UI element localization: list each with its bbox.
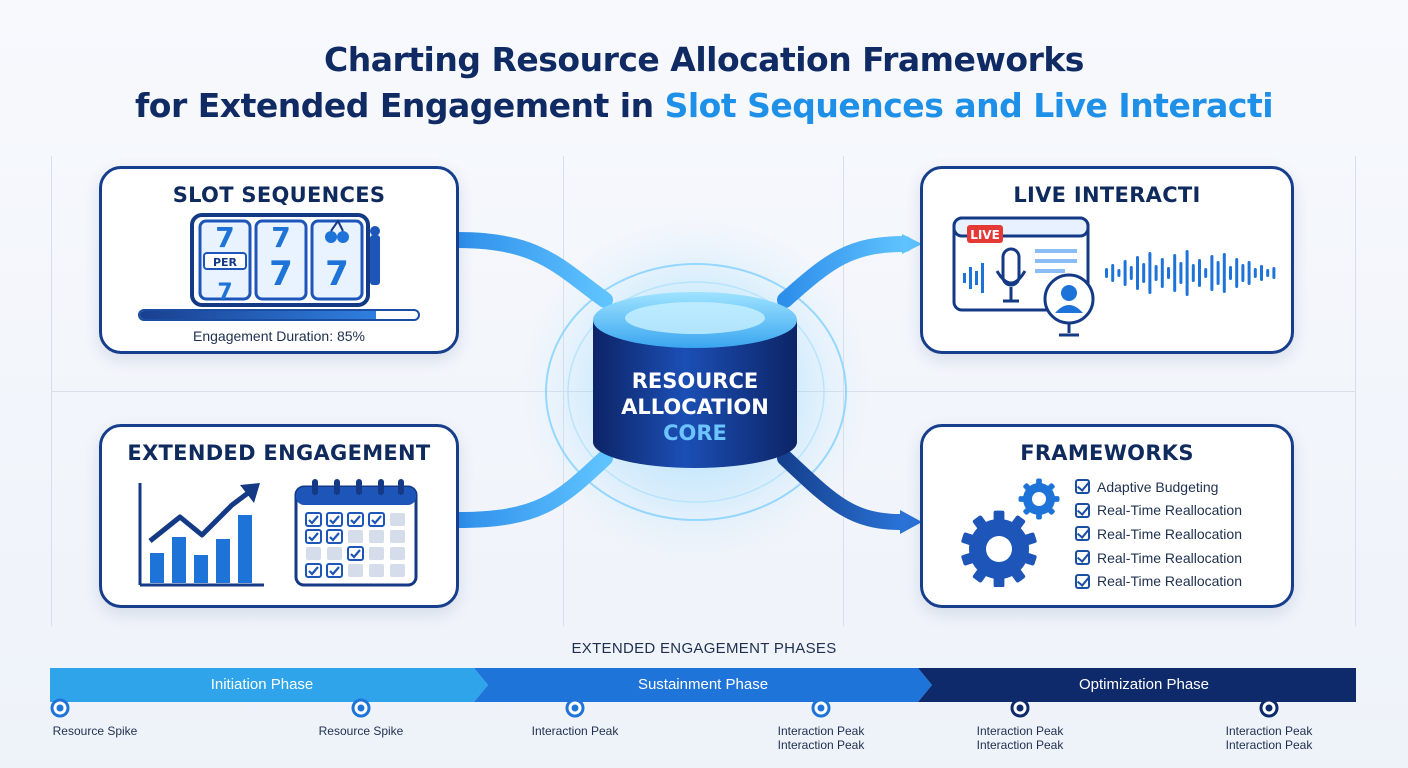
engagement-progress-bar [138,309,420,321]
checklist-item: Real-Time Reallocation [1075,569,1242,593]
phase-node-center [1265,704,1273,712]
phase-node-label: Interaction Peak [531,724,619,738]
title-line-2-accent: Slot Sequences and Live Interacti [664,86,1274,125]
gears-icon [961,478,1060,587]
checklist-item: Real-Time Reallocation [1075,522,1242,546]
frameworks-card: FRAMEWORKS Adaptive Budgeting Real-Time … [920,424,1294,608]
extended-engagement-card: EXTENDED ENGAGEMENT [99,424,459,608]
frameworks-checklist: Adaptive Budgeting Real-Time Reallocatio… [1075,475,1242,593]
checkbox-checked-icon [1075,550,1090,566]
phases-title: EXTENDED ENGAGEMENT PHASES [571,640,837,657]
engagement-duration-label: Engagement Duration: 85% [193,328,365,344]
slot-sequences-card: SLOT SEQUENCES 7 PER 7 7 7 7 Engagement … [99,166,459,354]
phase-segment-optimization [918,668,1356,702]
reel-symbol: 7 [269,254,293,294]
slot-sequences-title: SLOT SEQUENCES [172,183,386,207]
connector-arrowhead [902,234,922,254]
core-label-line-1: RESOURCE [631,369,759,393]
checklist-item: Real-Time Reallocation [1075,546,1242,570]
phase-label-sustainment: Sustainment Phase [637,676,769,693]
connector-engagement-to-core [450,450,613,528]
phase-node-center [817,704,825,712]
connector-slot-to-core [450,232,613,308]
core-cylinder-body [593,320,797,468]
phase-segment-initiation [50,668,488,702]
reel-symbol: 7 [271,221,290,254]
audio-waveform-icon [1105,250,1276,296]
live-interaction-title: LIVE INTERACTI [1013,183,1201,207]
live-stream-window-icon: LIVE [952,216,1090,312]
checkbox-checked-icon [1075,479,1090,495]
reel-symbol: 7 [215,221,234,254]
core-label-line-3: CORE [663,421,727,445]
phase-node-center [1016,704,1024,712]
phases-timeline [50,668,1356,718]
frameworks-title: FRAMEWORKS [1020,441,1194,465]
slot-machine-icon: 7 PER 7 7 7 7 [190,213,380,307]
reel-badge: PER [213,256,238,269]
core-label-line-2: ALLOCATION [621,395,769,419]
host-avatar-icon [1043,273,1095,337]
growth-chart-icon [138,483,264,587]
checklist-item: Real-Time Reallocation [1075,499,1242,523]
title-line-2-start: for Extended Engagement in [134,86,665,125]
page-title-line-1: Charting Resource Allocation Frameworks [324,40,1084,79]
core-ring [567,281,825,503]
checklist-item: Adaptive Budgeting [1075,475,1242,499]
phase-node-label: Resource Spike [318,724,404,738]
engagement-progress-fill [140,311,377,319]
connector-arrowhead [900,510,922,534]
core-cylinder-top-inner [625,302,765,334]
reel-symbol: 7 [325,254,349,294]
live-interaction-card: LIVE INTERACTI LIVE [920,166,1294,354]
phase-label-optimization: Optimization Phase [1078,676,1210,693]
checkbox-checked-icon [1075,573,1090,589]
page-title-line-2: for Extended Engagement in Slot Sequence… [0,86,1408,125]
connector-core-to-live [777,236,913,308]
phase-label-initiation: Initiation Phase [210,676,314,693]
calendar-icon [294,479,418,587]
checkbox-checked-icon [1075,526,1090,542]
reel-symbol: 7 [217,280,232,305]
phase-node-label: Resource Spike [52,724,138,738]
phase-node-center [56,704,64,712]
live-badge: LIVE [970,228,1000,242]
phase-node-center [571,704,579,712]
checkbox-checked-icon [1075,502,1090,518]
connector-core-to-frameworks [777,450,908,530]
phase-node-center [357,704,365,712]
core-ring [545,263,847,521]
extended-engagement-title: EXTENDED ENGAGEMENT [127,441,431,465]
phase-segment-sustainment [474,668,932,702]
